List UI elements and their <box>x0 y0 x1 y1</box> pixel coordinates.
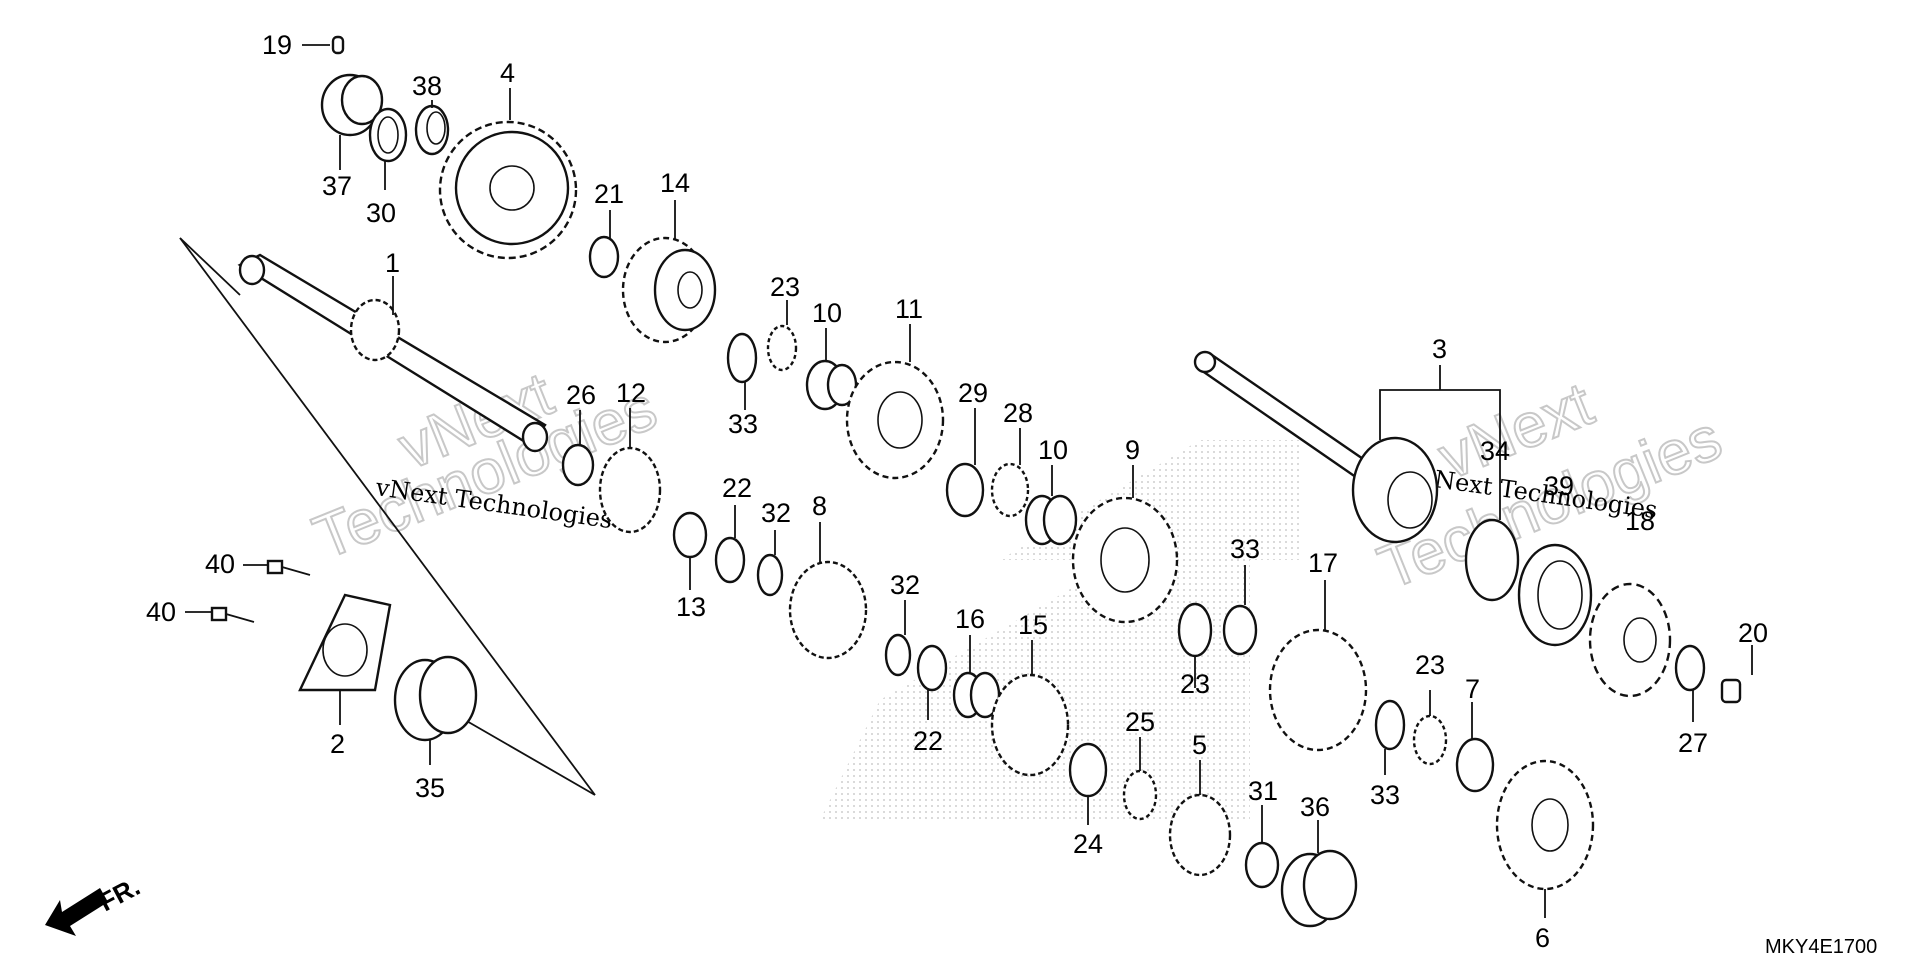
part-4-gear <box>438 120 578 260</box>
callout-10-b: 10 <box>1038 435 1068 465</box>
callout-33-b: 33 <box>1230 534 1260 564</box>
callout-22-b: 22 <box>913 726 943 756</box>
callout-32-a: 32 <box>761 498 791 528</box>
part-10-bearing-a <box>805 359 858 411</box>
callout-22-a: 22 <box>722 473 752 503</box>
callout-23-a: 23 <box>770 272 800 302</box>
callout-8: 8 <box>812 491 827 521</box>
callout-19: 19 <box>262 30 292 60</box>
callout-39: 39 <box>1544 471 1574 501</box>
callout-35: 35 <box>415 773 445 803</box>
callout-31: 31 <box>1248 776 1278 806</box>
callout-2: 2 <box>330 729 345 759</box>
part-2-plate <box>298 593 392 692</box>
part-37-bearing <box>320 73 384 137</box>
callout-16: 16 <box>955 604 985 634</box>
callout-9: 9 <box>1125 435 1140 465</box>
callout-7: 7 <box>1465 674 1480 704</box>
callout-38: 38 <box>412 71 442 101</box>
part-14-gear <box>621 236 717 344</box>
callout-6: 6 <box>1535 923 1550 953</box>
part-36-bearing <box>1280 849 1358 928</box>
part-1-mainshaft <box>237 253 549 453</box>
callout-1: 1 <box>385 248 400 278</box>
callout-23-b: 23 <box>1180 669 1210 699</box>
callout-10-a: 10 <box>812 298 842 328</box>
callout-27: 27 <box>1678 728 1708 758</box>
arrow-left-down-icon <box>45 888 108 936</box>
part-18-sprocket <box>1588 582 1672 698</box>
callout-36: 36 <box>1300 792 1330 822</box>
callout-3: 3 <box>1432 334 1447 364</box>
callout-29: 29 <box>958 378 988 408</box>
assembly-lines <box>179 237 596 796</box>
parts <box>210 35 1742 928</box>
callout-15: 15 <box>1018 610 1048 640</box>
leader-lines <box>185 44 1753 918</box>
part-3-countershaft <box>1193 350 1439 544</box>
callout-14: 14 <box>660 168 690 198</box>
part-9-gear <box>1071 496 1179 624</box>
callout-18: 18 <box>1625 506 1655 536</box>
part-35-bearing <box>393 655 478 742</box>
callout-13: 13 <box>676 592 706 622</box>
callout-12: 12 <box>616 378 646 408</box>
callout-23-c: 23 <box>1415 650 1445 680</box>
callout-40-b: 40 <box>146 597 176 627</box>
direction-label: FR. <box>94 871 145 917</box>
callout-28: 28 <box>1003 398 1033 428</box>
callout-33-a: 33 <box>728 409 758 439</box>
front-direction-indicator: FR. <box>45 871 145 936</box>
callout-34: 34 <box>1480 436 1510 466</box>
callout-26: 26 <box>566 380 596 410</box>
callout-21: 21 <box>594 179 624 209</box>
callout-30: 30 <box>366 198 396 228</box>
callout-17: 17 <box>1308 548 1338 578</box>
drawing-code: MKY4E1700 <box>1765 936 1877 958</box>
callout-25: 25 <box>1125 707 1155 737</box>
callout-24: 24 <box>1073 829 1103 859</box>
callout-40-a: 40 <box>205 549 235 579</box>
callout-33-c: 33 <box>1370 780 1400 810</box>
callout-20: 20 <box>1738 618 1768 648</box>
callout-32-b: 32 <box>890 570 920 600</box>
part-40-bolt-b <box>210 606 255 623</box>
part-10-bearing-b <box>1024 494 1078 546</box>
callout-4: 4 <box>500 58 515 88</box>
callout-37: 37 <box>322 171 352 201</box>
part-6-gear <box>1495 759 1595 891</box>
callout-labels: 19 38 4 37 30 21 14 1 23 10 11 33 26 12 … <box>146 30 1768 953</box>
part-11-gear <box>845 360 945 480</box>
callout-5: 5 <box>1192 730 1207 760</box>
callout-11: 11 <box>895 294 923 324</box>
part-40-bolt-a <box>266 559 311 576</box>
